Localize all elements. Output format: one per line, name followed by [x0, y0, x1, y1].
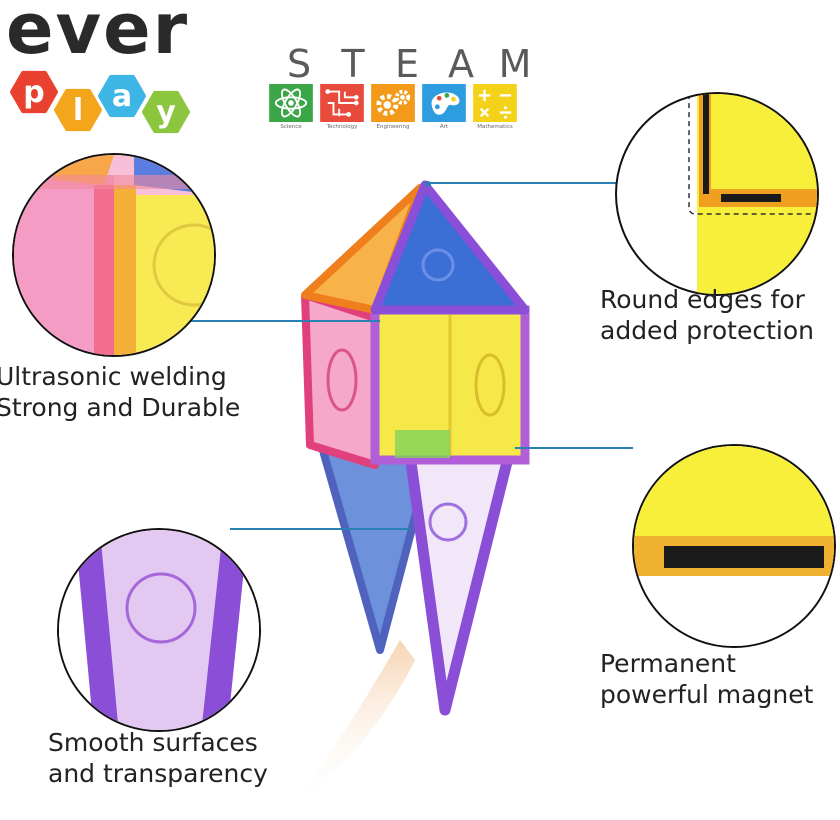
caption-line: Strong and Durable — [0, 393, 241, 422]
purple-leg — [404, 444, 516, 716]
magnet-zoom — [634, 446, 834, 646]
hex-a: a — [98, 74, 146, 118]
hexagon-shape — [98, 74, 146, 118]
caption-magnet: Permanent powerful magnet — [600, 648, 813, 710]
hexagon-shape — [142, 90, 190, 134]
blue-roof — [370, 180, 530, 315]
leader-line-mid-left — [190, 320, 380, 322]
hexagon-shape — [54, 88, 102, 132]
steam-caption: Technology — [326, 124, 358, 130]
steam-title: S T E A M — [276, 42, 538, 86]
caption-line: Round edges for — [600, 285, 805, 314]
hexagon-letter: l — [73, 93, 83, 128]
caption-line: powerful magnet — [600, 680, 814, 709]
art-icon: Art — [421, 84, 467, 130]
brand-logo-ever: ever — [6, 0, 190, 70]
surfaces-zoom — [59, 530, 259, 730]
hex-l: l — [54, 88, 102, 132]
mathematics-icon: Mathematics — [472, 84, 518, 130]
pink-panel — [301, 291, 379, 469]
steam-letter: M — [498, 42, 532, 86]
magnet-ring — [428, 502, 468, 542]
hexagon-letter: a — [112, 79, 132, 114]
steam-caption: Mathematics — [477, 124, 513, 130]
brand-logo-play: p l a y — [10, 70, 190, 134]
rocket-illustration — [290, 180, 530, 810]
science-icon: Science — [268, 84, 314, 130]
steam-letter: T — [341, 42, 365, 86]
hexagon-letter: y — [156, 95, 176, 130]
steam-letter: S — [286, 42, 312, 86]
callout-circle-surfaces — [57, 528, 261, 732]
callout-circle-welding — [12, 153, 216, 357]
hex-y: y — [142, 90, 190, 134]
leader-line-top-right — [430, 182, 616, 184]
caption-welding: Ultrasonic welding Strong and Durable — [0, 361, 240, 423]
caption-line: and transparency — [48, 759, 268, 788]
hex-p: p — [10, 70, 58, 114]
hexagon-letter: p — [23, 75, 44, 110]
callout-circle-round-edges — [615, 92, 819, 296]
callout-circle-magnet — [632, 444, 836, 648]
welding-zoom — [14, 155, 214, 355]
caption-round-edges: Round edges for added protection — [600, 284, 814, 346]
hexagon-shape — [10, 70, 58, 114]
caption-surfaces: Smooth surfaces and transparency — [48, 727, 268, 789]
caption-line: Permanent — [600, 649, 736, 678]
steam-caption: Art — [439, 124, 449, 130]
pink-panel-ring — [326, 348, 358, 412]
steam-caption: Engineering — [376, 124, 410, 130]
caption-line: Smooth surfaces — [48, 728, 258, 757]
round-edge-zoom — [688, 94, 817, 294]
caption-line: Ultrasonic welding — [0, 362, 227, 391]
technology-icon: Technology — [319, 84, 365, 130]
engineering-icon: Engineering — [370, 84, 416, 130]
leader-line-bottom-left — [230, 528, 410, 530]
steam-letter: A — [448, 42, 474, 86]
steam-icons: Science Technology Engineering Art Mathe… — [268, 84, 518, 130]
flame-shape — [290, 640, 415, 810]
caption-line: added protection — [600, 316, 814, 345]
leader-line-bottom-right — [515, 447, 633, 449]
steam-caption: Science — [280, 124, 302, 130]
steam-letter: E — [394, 42, 419, 86]
